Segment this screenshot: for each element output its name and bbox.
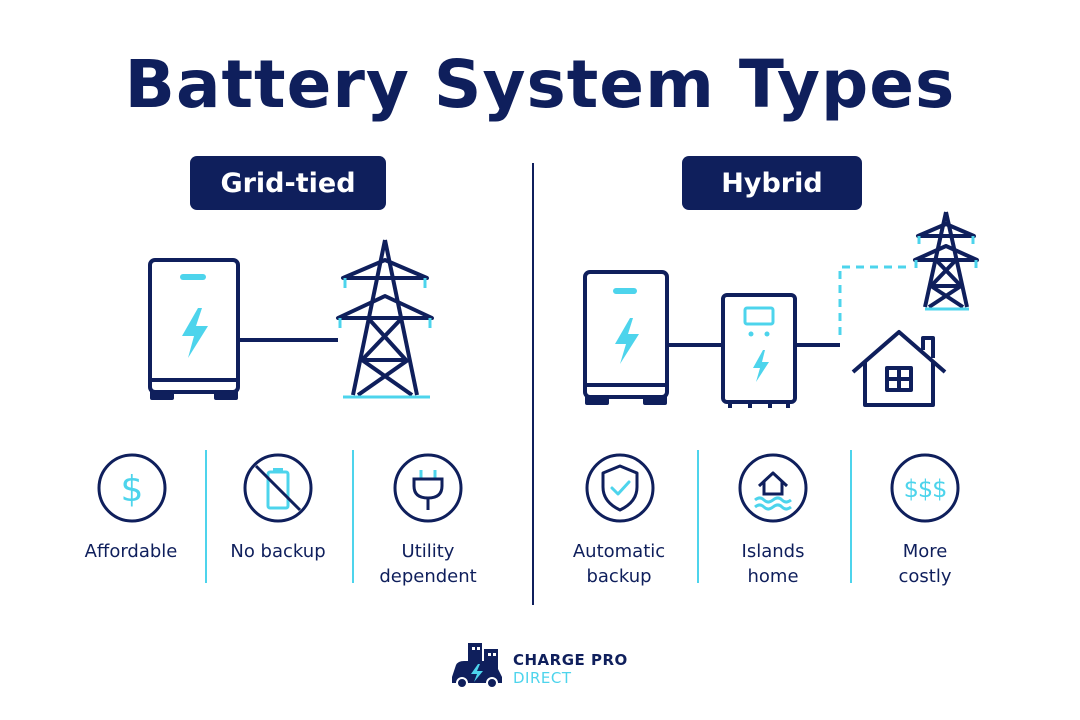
brand-name-line1: CHARGE PRO — [513, 651, 628, 669]
hybrid-diagram — [583, 211, 979, 408]
feature-more-costly: More costly — [898, 541, 952, 587]
grid-tied-label: Grid-tied — [220, 167, 356, 199]
hybrid-badge: Hybrid — [682, 156, 862, 210]
feature-separator — [850, 450, 852, 583]
no-battery-icon — [243, 453, 313, 523]
feature-islands-home: Islands home — [741, 541, 805, 587]
feature-separator — [352, 450, 354, 583]
feature-affordable: Affordable — [84, 541, 178, 562]
feature-utility-dependent: Utility dependent — [379, 541, 477, 587]
center-divider — [532, 163, 534, 605]
dollar-icon: $ — [97, 453, 167, 523]
battery-icon — [583, 270, 669, 405]
grid-tied-diagram — [148, 239, 434, 400]
triple-dollar-symbol: $$$ — [904, 475, 947, 503]
brand-logo-icon — [452, 643, 502, 689]
brand-name-line2: DIRECT — [513, 669, 572, 687]
feature-no-backup: No backup — [230, 541, 326, 562]
feature-separator — [697, 450, 699, 583]
svg-text:$: $ — [121, 469, 144, 510]
hybrid-label: Hybrid — [721, 167, 823, 199]
house-waves-icon — [738, 453, 808, 523]
battery-icon — [148, 258, 240, 400]
plug-icon — [393, 453, 463, 523]
power-tower-icon — [913, 211, 979, 309]
page-title: Battery System Types — [124, 46, 956, 123]
shield-check-icon — [585, 453, 655, 523]
feature-automatic-backup: Automatic backup — [572, 541, 666, 587]
power-tower-icon — [336, 239, 434, 397]
grid-tied-badge: Grid-tied — [190, 156, 386, 210]
feature-separator — [205, 450, 207, 583]
house-icon — [851, 330, 947, 407]
inverter-icon — [721, 293, 797, 408]
triple-dollar-icon: $$$ — [890, 453, 960, 523]
